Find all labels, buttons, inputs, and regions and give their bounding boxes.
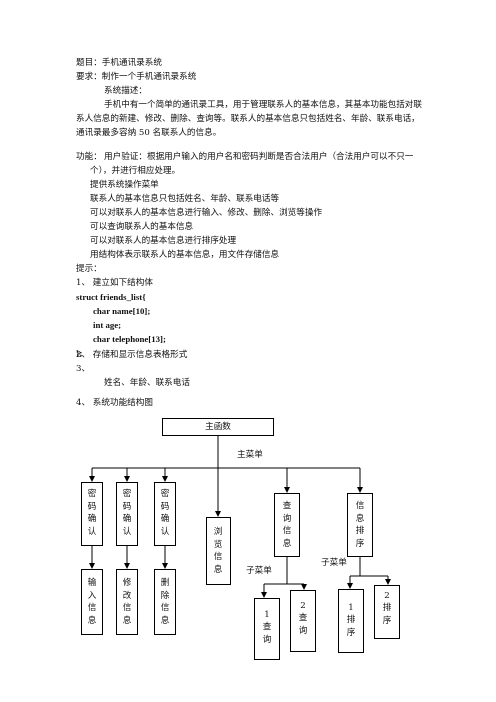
sort-2-label: 排序	[382, 603, 392, 626]
desc-line-2: 系人信息的新建、修改、删除、查询等。联系人的基本信息只包括姓名、年龄、联系电话，	[76, 114, 420, 124]
query-2-number: 2	[300, 601, 306, 611]
modify-info-label: 修改信息	[122, 578, 132, 626]
query-2-label: 查询	[298, 613, 308, 636]
code-line-2: int age;	[93, 320, 122, 330]
hint-1: 1、 建立如下结构体	[76, 278, 153, 288]
sort-info-box: 信息排序	[347, 493, 373, 557]
sort-1-number: 1	[348, 603, 354, 613]
password-confirm-box-2: 密码确认	[116, 482, 138, 546]
query-1-label: 查询	[262, 622, 272, 645]
hint-4: 4、 系统功能结构图	[76, 398, 153, 408]
func-item-2: 提供系统操作菜单	[90, 180, 159, 190]
password-confirm-label-3: 密码确认	[160, 489, 170, 537]
desc-line-3: 通讯录最多容纳 50 名联系人的信息。	[76, 128, 222, 138]
password-confirm-label-1: 密码确认	[87, 489, 97, 537]
hint-3: 3、	[76, 364, 91, 374]
sort-1-box: 1 排序	[338, 589, 364, 653]
query-info-label: 查询信息	[282, 501, 292, 549]
input-info-box: 输入信息	[81, 569, 103, 635]
browse-info-box: 浏览信息	[206, 517, 231, 585]
func-item-4: 可以对联系人的基本信息进行输入、修改、删除、浏览等操作	[90, 208, 323, 218]
browse-info-label: 浏览信息	[213, 527, 223, 575]
func-item-1: 个），并进行相应处理。	[90, 166, 181, 176]
main-menu-label: 主菜单	[237, 450, 263, 460]
submenu-label-sort: 子菜单	[321, 558, 347, 568]
query-1-number: 1	[264, 610, 270, 620]
password-confirm-box-1: 密码确认	[81, 482, 103, 546]
func-item-0: 用户验证：根据用户输入的用户名和密码判断是否合法用户（合法用户可以不只一	[104, 152, 414, 162]
code-line-0: struct friends_list{	[76, 292, 146, 302]
desc-line-1: 手机中有一个简单的通讯录工具，用于管理联系人的基本信息，其基本功能包括对联	[104, 100, 422, 110]
hint-3-fields: 姓名、年龄、联系电话	[104, 378, 190, 388]
doc-title: 题目：手机通讯录系统	[76, 58, 162, 68]
query-2-box: 2 查询	[290, 590, 316, 652]
input-info-label: 输入信息	[87, 578, 97, 626]
sort-2-number: 2	[384, 591, 390, 601]
func-item-5: 可以查询联系人的基本信息	[90, 222, 194, 232]
query-1-box: 1 查询	[254, 598, 280, 660]
code-line-3: char telephone[13];	[93, 334, 166, 344]
code-line-4: };	[76, 348, 83, 358]
sort-1-label: 排序	[346, 615, 356, 638]
query-info-box: 查询信息	[274, 493, 300, 557]
hint-label: 提示：	[76, 264, 102, 274]
sort-2-box: 2 排序	[374, 585, 400, 639]
delete-info-box: 删除信息	[154, 569, 176, 635]
password-confirm-box-3: 密码确认	[154, 482, 176, 546]
desc-heading: 系统描述：	[104, 86, 147, 96]
func-item-3: 联系人的基本信息只包括姓名、年龄、联系电话等	[90, 194, 280, 204]
func-label: 功能：	[76, 152, 102, 162]
func-item-7: 用结构体表示联系人的基本信息，用文件存储信息	[90, 250, 280, 260]
submenu-label-query: 子菜单	[246, 566, 272, 576]
sort-info-label: 信息排序	[355, 501, 365, 549]
main-function-box: 主函数	[162, 418, 274, 436]
delete-info-label: 删除信息	[160, 578, 170, 626]
main-function-label: 主函数	[205, 422, 231, 432]
code-line-1: char name[10];	[93, 306, 151, 316]
func-item-6: 可以对联系人的基本信息进行排序处理	[90, 236, 237, 246]
password-confirm-label-2: 密码确认	[122, 489, 132, 537]
doc-requirement: 要求：制作一个手机通讯录系统	[76, 72, 197, 82]
hint-2: 2、 存储和显示信息表格形式	[76, 350, 188, 360]
modify-info-box: 修改信息	[116, 569, 138, 635]
